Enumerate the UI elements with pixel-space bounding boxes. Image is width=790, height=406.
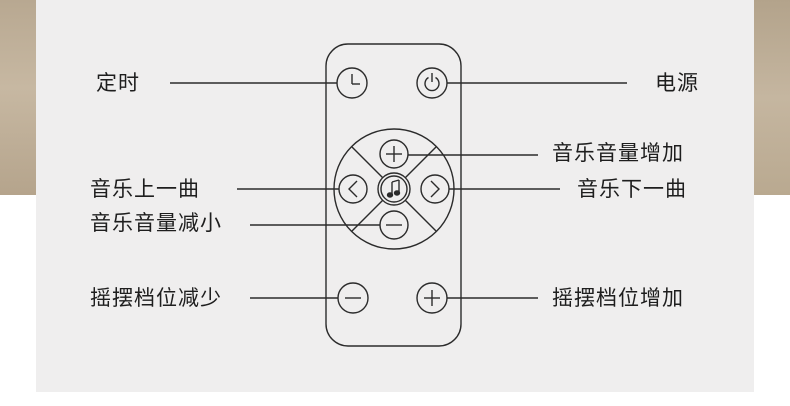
clock-icon [336,67,368,99]
music-note-icon [377,172,411,206]
label-swing-increase: 摇摆档位增加 [552,286,684,310]
label-music-volume-down: 音乐音量减小 [90,211,222,235]
plus-icon [416,282,448,314]
remote-body [325,43,462,347]
minus-icon [379,210,409,240]
chevron-right-icon [420,174,450,204]
label-power: 电源 [655,71,699,95]
wood-background-left [0,0,36,195]
label-swing-decrease: 摇摆档位减少 [90,286,222,310]
label-music-volume-up: 音乐音量增加 [552,141,684,165]
power-icon [416,67,448,99]
minus-icon [337,282,369,314]
plus-icon [379,139,409,169]
label-music-prev: 音乐上一曲 [90,177,200,201]
label-timer: 定时 [96,71,140,95]
wood-background-right [754,0,790,195]
label-music-next: 音乐下一曲 [577,177,687,201]
chevron-left-icon [338,174,368,204]
